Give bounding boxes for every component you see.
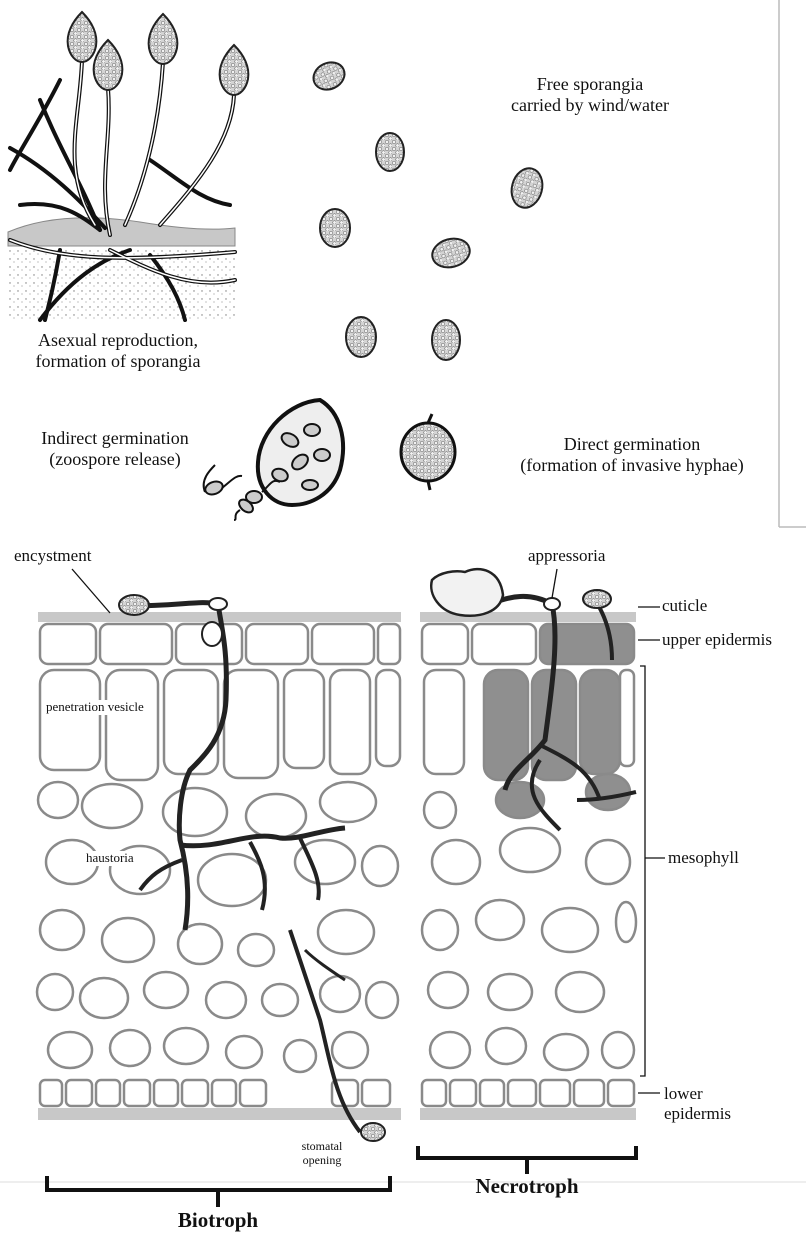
- cuticle-label: cuticle: [662, 596, 707, 616]
- haustoria-label: haustoria: [84, 851, 136, 866]
- sporangiophore-cluster-shape: [68, 12, 249, 95]
- necrotroph-leaf-section-shape: [420, 1108, 636, 1120]
- necrotroph-leaf-section-shape: [544, 598, 560, 610]
- encystment-leader: [72, 569, 110, 613]
- mesophyll-label: mesophyll: [668, 848, 739, 868]
- upper-epidermis-label: upper epidermis: [662, 630, 772, 650]
- indirect-germination-label: Indirect germination (zoospore release): [41, 428, 188, 469]
- free-sporangia-shape: [429, 235, 473, 272]
- necrotroph-leaf-section-shape: [583, 590, 611, 608]
- biotroph-leaf-section-shape: [361, 1123, 385, 1141]
- free-sporangia-label: Free sporangia carried by wind/water: [511, 74, 669, 115]
- free-sporangia-shape: [346, 317, 376, 357]
- lower-epidermis-label: lower epidermis: [664, 1084, 731, 1123]
- zoospore-release: [203, 400, 343, 520]
- free-sporangia-shape: [432, 320, 460, 360]
- asexual-reproduction-label: Asexual reproduction, formation of spora…: [36, 330, 201, 371]
- free-sporangia-shape: [507, 165, 546, 211]
- biotroph-label: Biotroph: [178, 1208, 258, 1232]
- necrotroph-brace: [418, 1148, 636, 1172]
- leaf-surface-band: [8, 218, 235, 246]
- direct-germination-label: Direct germination (formation of invasiv…: [520, 434, 743, 475]
- biotroph-leaf-section-shape: [209, 598, 227, 610]
- appressoria-label: appressoria: [528, 546, 605, 566]
- necrotroph-leaf-section: [420, 569, 636, 1120]
- free-sporangia-shape: [320, 209, 350, 247]
- encystment-label: encystment: [14, 546, 91, 566]
- biotroph-leaf-section-shape: [119, 595, 149, 615]
- germinating-sporangium: [401, 423, 455, 481]
- sporangiophore-cluster: [8, 12, 248, 320]
- biotroph-leaf-section: [37, 595, 401, 1141]
- biotroph-leaf-section-shape: [202, 622, 222, 646]
- penetration-vesicle-label: penetration vesicle: [44, 700, 146, 715]
- necrotroph-leaf-section-shape: [431, 569, 503, 616]
- appressoria-leader: [552, 569, 557, 598]
- free-sporangia-shape: [309, 57, 349, 94]
- stomatal-opening-label: stomatal opening: [302, 1140, 343, 1168]
- mesophyll-bracket: [640, 666, 645, 1076]
- necrotroph-label: Necrotroph: [475, 1174, 578, 1198]
- free-sporangia-shape: [376, 133, 404, 171]
- necrotroph-leaf-section-shape: [422, 624, 636, 1106]
